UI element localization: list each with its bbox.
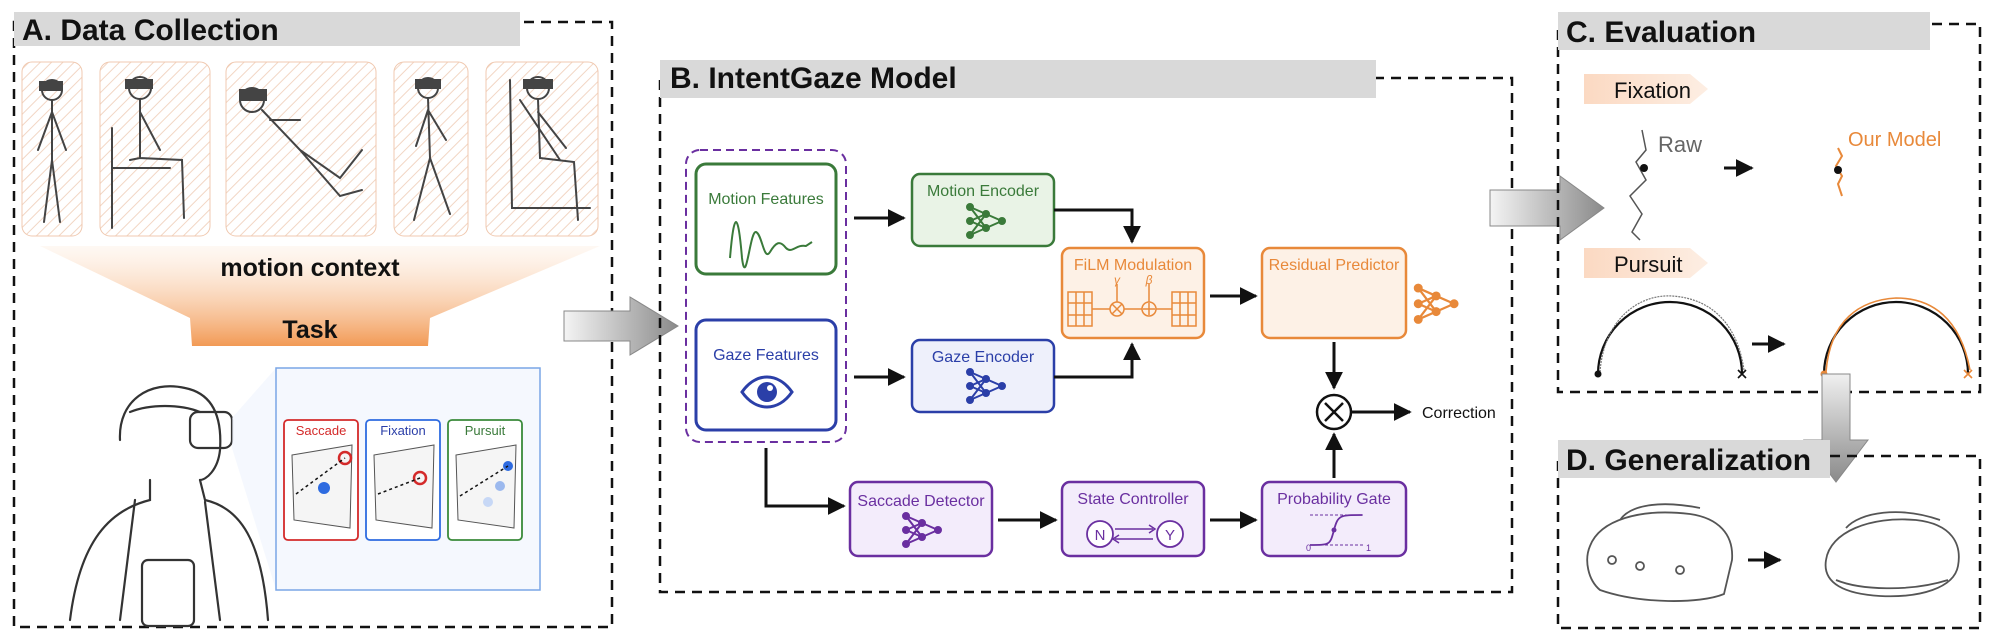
person-reclining-icon: [239, 87, 363, 198]
raw-label: Raw: [1658, 132, 1702, 157]
state-y: Y: [1165, 527, 1175, 544]
motion-features-label: Motion Features: [708, 191, 824, 208]
neural-net-icon: [1413, 283, 1460, 325]
raw-pursuit-plot: [1594, 295, 1747, 379]
arrow-icon: [563, 296, 679, 356]
gate-zero-label: 0: [1306, 543, 1311, 553]
section-d-band: [1558, 440, 1830, 478]
context-funnel: [40, 246, 600, 346]
correction-label: Correction: [1422, 405, 1496, 422]
gate-one-label: 1: [1366, 543, 1371, 553]
motion-encoder-label: Motion Encoder: [927, 183, 1040, 200]
gaze-features-box: Gaze Features: [694, 318, 838, 432]
gaze-encoder-box: Gaze Encoder: [910, 338, 1056, 414]
our-model-label: Our Model: [1848, 129, 1941, 151]
state-n: N: [1095, 527, 1106, 544]
state-controller-label: State Controller: [1077, 491, 1189, 508]
task-saccade-label: Saccade: [296, 423, 347, 438]
section-b-band: [660, 60, 1376, 98]
beta-symbol: β: [1145, 273, 1153, 287]
vr-headset-icon: [1586, 503, 1733, 602]
task-panel-saccade: Saccade: [283, 419, 359, 541]
motion-encoder-box: Motion Encoder: [910, 172, 1056, 248]
motion-features-box: Motion Features: [694, 162, 838, 276]
signal-wave-icon: [729, 221, 813, 269]
person-car-seat-icon: [509, 76, 591, 221]
section-c-band: [1558, 12, 1930, 50]
section-a-title: A. Data Collection: [22, 14, 279, 47]
vr-headset-icon: [1824, 511, 1960, 598]
section-a: A. Data Collection: [12, 12, 614, 629]
film-modulation-label: FiLM Modulation: [1074, 257, 1192, 274]
section-a-band: [14, 12, 520, 46]
residual-predictor-label: Residual Predictor: [1269, 257, 1400, 274]
arrow-icon: [1489, 175, 1605, 241]
pursuit-label: Pursuit: [1614, 252, 1682, 277]
gaze-features-label: Gaze Features: [713, 347, 819, 364]
section-b-title: B. IntentGaze Model: [670, 62, 957, 95]
section-c-title: C. Evaluation: [1566, 16, 1756, 49]
probability-gate-box: Probability Gate 0 1: [1260, 480, 1408, 558]
multiply-icon: [1315, 393, 1353, 431]
section-d-title: D. Generalization: [1566, 444, 1811, 477]
gamma-symbol: γ: [1114, 273, 1121, 287]
section-c: C. Evaluation Fixation Raw Our Model Pur…: [1556, 12, 1982, 394]
task-fixation-label: Fixation: [380, 423, 426, 438]
fixation-tag: [1584, 74, 1708, 104]
fixation-label: Fixation: [1614, 78, 1691, 103]
headset-user-illustration: [68, 385, 270, 628]
person-sitting-icon: [111, 76, 185, 229]
section-d: D. Generalization: [1556, 440, 1982, 630]
probability-gate-label: Probability Gate: [1277, 491, 1391, 508]
eye-icon: [740, 375, 794, 409]
state-controller-box: State Controller N Y: [1060, 480, 1206, 558]
film-modulation-box: FiLM Modulation γ β: [1060, 246, 1206, 340]
task-label: Task: [282, 316, 337, 344]
raw-fixation-trace: [1629, 129, 1647, 241]
pursuit-tag: [1584, 248, 1708, 278]
person-standing-icon: [37, 79, 67, 223]
saccade-detector-box: Saccade Detector: [848, 480, 994, 558]
person-walking-icon: [413, 77, 451, 221]
gaze-encoder-label: Gaze Encoder: [932, 349, 1035, 366]
residual-predictor-box: Residual Predictor: [1260, 246, 1460, 340]
saccade-detector-label: Saccade Detector: [857, 493, 985, 510]
task-panel-fixation: Fixation: [365, 419, 441, 541]
motion-context-label: motion context: [220, 254, 400, 282]
section-b: B. IntentGaze Model Motion Features Gaze…: [658, 60, 1514, 594]
model-pursuit-plot: [1820, 297, 1973, 379]
task-panel-pursuit: Pursuit: [447, 419, 523, 541]
task-pursuit-label: Pursuit: [465, 423, 506, 438]
flow-arrows: [764, 208, 1412, 529]
